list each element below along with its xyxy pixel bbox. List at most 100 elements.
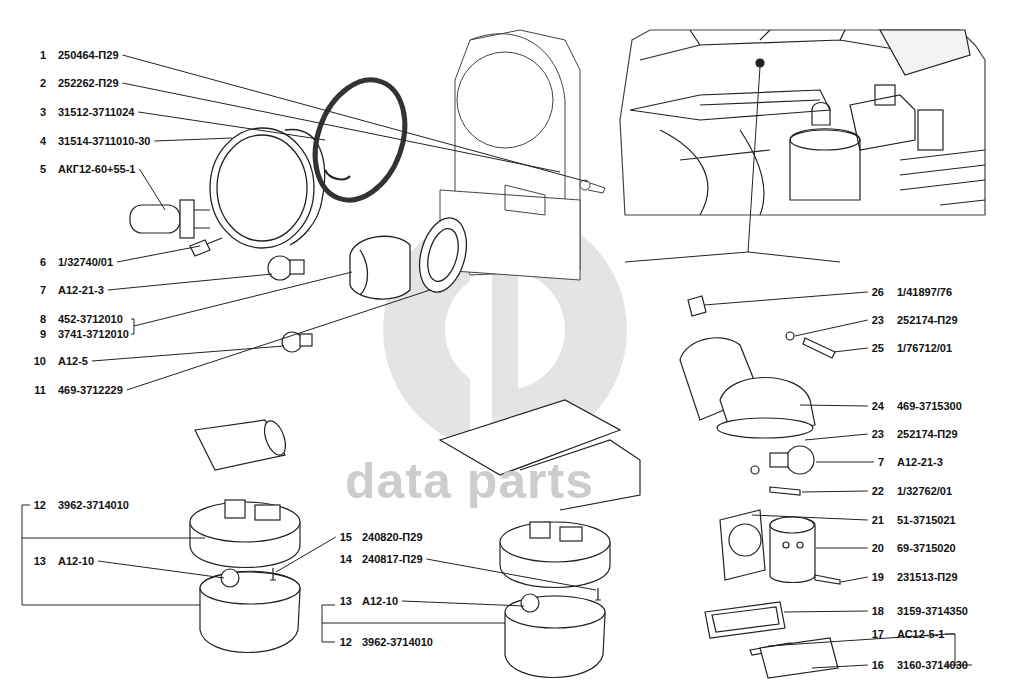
- callout-number: 17: [872, 627, 884, 641]
- leader-line: [98, 561, 224, 578]
- callout-number: 24: [872, 399, 884, 413]
- part-number: 250464-П29: [58, 48, 119, 62]
- part-number: 240817-П29: [362, 552, 423, 566]
- leader-line: [752, 515, 868, 520]
- part-number: 252262-П29: [58, 76, 119, 90]
- callout-number: 21: [872, 513, 884, 527]
- leader-line: [276, 537, 336, 572]
- part-number: 1/32762/01: [897, 484, 952, 498]
- interior-lamp: [705, 602, 838, 678]
- engine-bay-view: [620, 30, 985, 215]
- callout-number: 2: [40, 76, 46, 90]
- part-number: 252174-П29: [897, 313, 958, 327]
- callout-number: 22: [872, 484, 884, 498]
- callout-number: 7: [878, 455, 884, 469]
- callout-number: 13: [34, 554, 46, 568]
- part-number: 51-3715021: [897, 513, 956, 527]
- part-number: 3741-3712010: [58, 327, 129, 341]
- part-number: АС12-5-1: [897, 627, 944, 641]
- leader-line: [139, 169, 165, 210]
- leader-line: [154, 138, 232, 141]
- part-number: 1/32740/01: [58, 255, 113, 269]
- callout-number: 23: [872, 427, 884, 441]
- callout-number: 12: [34, 498, 46, 512]
- callout-number: 9: [40, 327, 46, 341]
- callout-number: 16: [872, 658, 884, 672]
- part-number: 3962-3714010: [362, 635, 433, 649]
- callout-number: 23: [872, 313, 884, 327]
- callout-number: 12: [340, 635, 352, 649]
- leader-line: [802, 491, 868, 492]
- part-number: 3160-3714030: [897, 658, 968, 672]
- part-number: 469-3712229: [58, 383, 123, 397]
- callout-number: 13: [340, 594, 352, 608]
- part-number: 452-3712010: [58, 312, 123, 326]
- callout-number: 20: [872, 541, 884, 555]
- part-number: 3159-3714350: [897, 604, 968, 618]
- part-number: 1/76712/01: [897, 341, 952, 355]
- callout-number: 11: [34, 383, 46, 397]
- leader-line: [784, 611, 868, 612]
- part-number: 31512-3711024: [58, 105, 134, 119]
- callout-number: 19: [872, 570, 884, 584]
- callout-number: 14: [340, 552, 352, 566]
- turn-lamp-right: [440, 400, 640, 678]
- headlamp: [210, 67, 421, 248]
- part-number: А12-10: [58, 554, 94, 568]
- callout-number: 6: [40, 255, 46, 269]
- part-number: 69-3715020: [897, 541, 956, 555]
- callout-number: 3: [40, 105, 46, 119]
- part-number: А12-21-3: [897, 455, 943, 469]
- leader-line: [123, 55, 588, 182]
- leader-line: [834, 348, 868, 352]
- leader-line: [117, 246, 200, 262]
- leader-line: [948, 634, 955, 635]
- callout-number: 10: [34, 354, 46, 368]
- part-number: 469-3715300: [897, 399, 962, 413]
- part-number: 3962-3714010: [58, 498, 129, 512]
- callout-number: 5: [40, 162, 46, 176]
- leader-line: [816, 548, 868, 549]
- watermark: data parts: [345, 453, 594, 509]
- callout-number: 18: [872, 604, 884, 618]
- leader-line: [427, 559, 596, 590]
- callout-number: 15: [340, 530, 352, 544]
- part-number: АКГ12-60+55-1: [58, 162, 135, 176]
- part-number: 231513-П29: [897, 570, 958, 584]
- socket: [720, 510, 840, 584]
- callout-number: 1: [40, 48, 46, 62]
- leader-line: [123, 83, 560, 172]
- part-number: А12-5: [58, 354, 88, 368]
- leader-line: [812, 665, 868, 668]
- leader-line: [800, 405, 868, 406]
- leader-line: [134, 272, 352, 326]
- callout-number: 25: [872, 341, 884, 355]
- leader-line: [138, 112, 325, 140]
- part-number: 1/41897/76: [897, 285, 952, 299]
- leader-line: [127, 290, 430, 390]
- callout-number: 8: [40, 312, 46, 326]
- turn-lamp-left: [190, 418, 300, 652]
- leader-line: [402, 601, 524, 606]
- leader-line: [92, 346, 284, 361]
- sidelight: [350, 213, 474, 299]
- brackets: [22, 505, 955, 665]
- small-bulbs: [268, 256, 312, 352]
- part-number: 31514-3711010-30: [58, 134, 150, 148]
- part-number: А12-21-3: [58, 283, 104, 297]
- leader-line: [108, 274, 272, 290]
- leader-line: [816, 462, 874, 463]
- callout-number: 26: [872, 285, 884, 299]
- part-number: 252174-П29: [897, 427, 958, 441]
- leader-line: [133, 319, 134, 334]
- callout-number: 7: [40, 283, 46, 297]
- plate-lamp: [680, 296, 835, 495]
- part-number: 240820-П29: [362, 530, 423, 544]
- callout-number: 4: [40, 134, 46, 148]
- headlamp-bulb: [130, 200, 222, 256]
- location-lines: [625, 67, 840, 262]
- leader-line: [805, 434, 868, 440]
